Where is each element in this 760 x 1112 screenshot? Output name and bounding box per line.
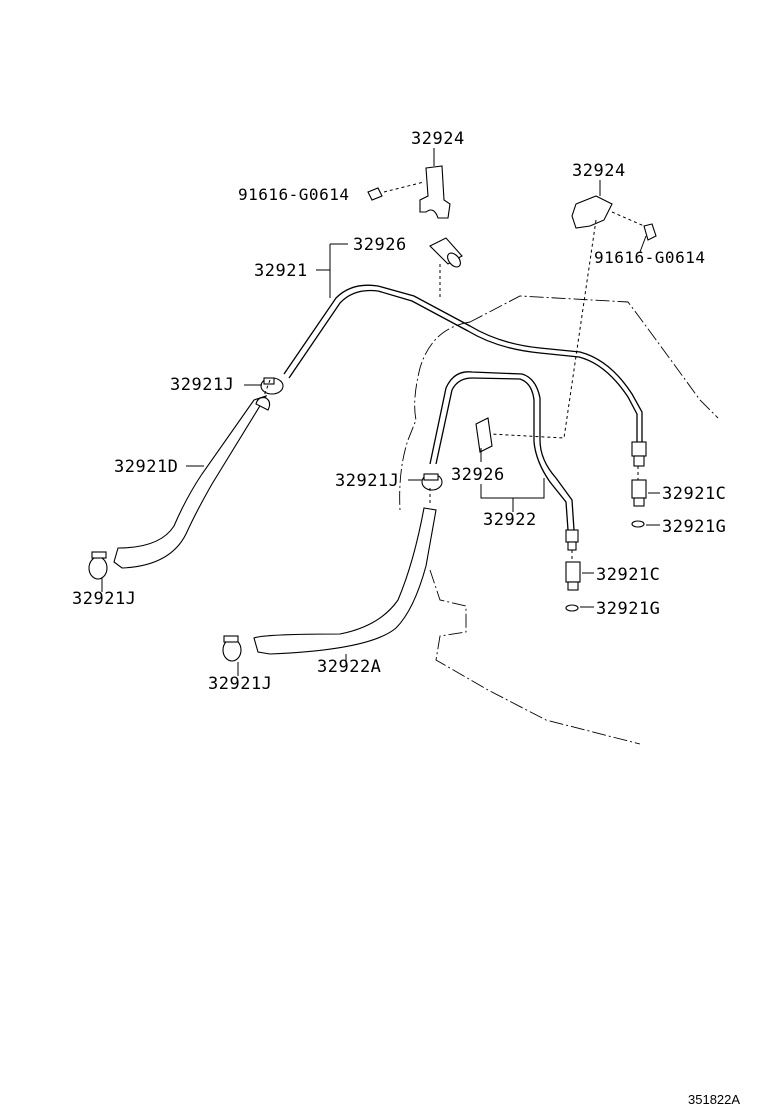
leader-lines xyxy=(101,148,660,676)
label-tube-upper: 32921 xyxy=(254,261,308,281)
label-oring-right-lower: 32921G xyxy=(596,599,661,619)
label-bolt-right: 91616-G0614 xyxy=(594,248,706,267)
transmission-outline xyxy=(399,295,719,745)
hose-32922A xyxy=(253,507,437,655)
label-clamp-mid: 32921J xyxy=(335,471,400,491)
label-bracket-top: 32924 xyxy=(411,129,465,149)
label-hose-lower: 32922A xyxy=(317,657,382,677)
guide-lines xyxy=(263,181,645,562)
label-sleeve-mid: 32926 xyxy=(451,465,505,485)
brackets xyxy=(367,165,657,241)
label-connector-right-upper: 32921C xyxy=(662,484,727,504)
tube-32922 xyxy=(429,371,579,551)
label-connector-right-lower: 32921C xyxy=(596,565,661,585)
label-clamp-left-upper: 32921J xyxy=(170,375,235,395)
label-hose-left: 32921D xyxy=(114,457,179,477)
connectors xyxy=(565,479,647,612)
hose-32921D xyxy=(113,395,271,569)
clamps xyxy=(88,377,443,662)
label-tube-lower: 32922 xyxy=(483,510,537,530)
label-sleeve-top: 32926 xyxy=(353,235,407,255)
label-clamp-left-lower: 32921J xyxy=(72,589,137,609)
label-bracket-right: 32924 xyxy=(572,161,626,181)
diagram-reference-code: 351822A xyxy=(688,1092,741,1107)
label-bolt-left: 91616-G0614 xyxy=(238,185,350,204)
label-oring-right-upper: 32921G xyxy=(662,517,727,537)
label-clamp-bottom: 32921J xyxy=(208,674,273,694)
tube-32921 xyxy=(283,284,647,467)
sleeves xyxy=(429,237,493,453)
